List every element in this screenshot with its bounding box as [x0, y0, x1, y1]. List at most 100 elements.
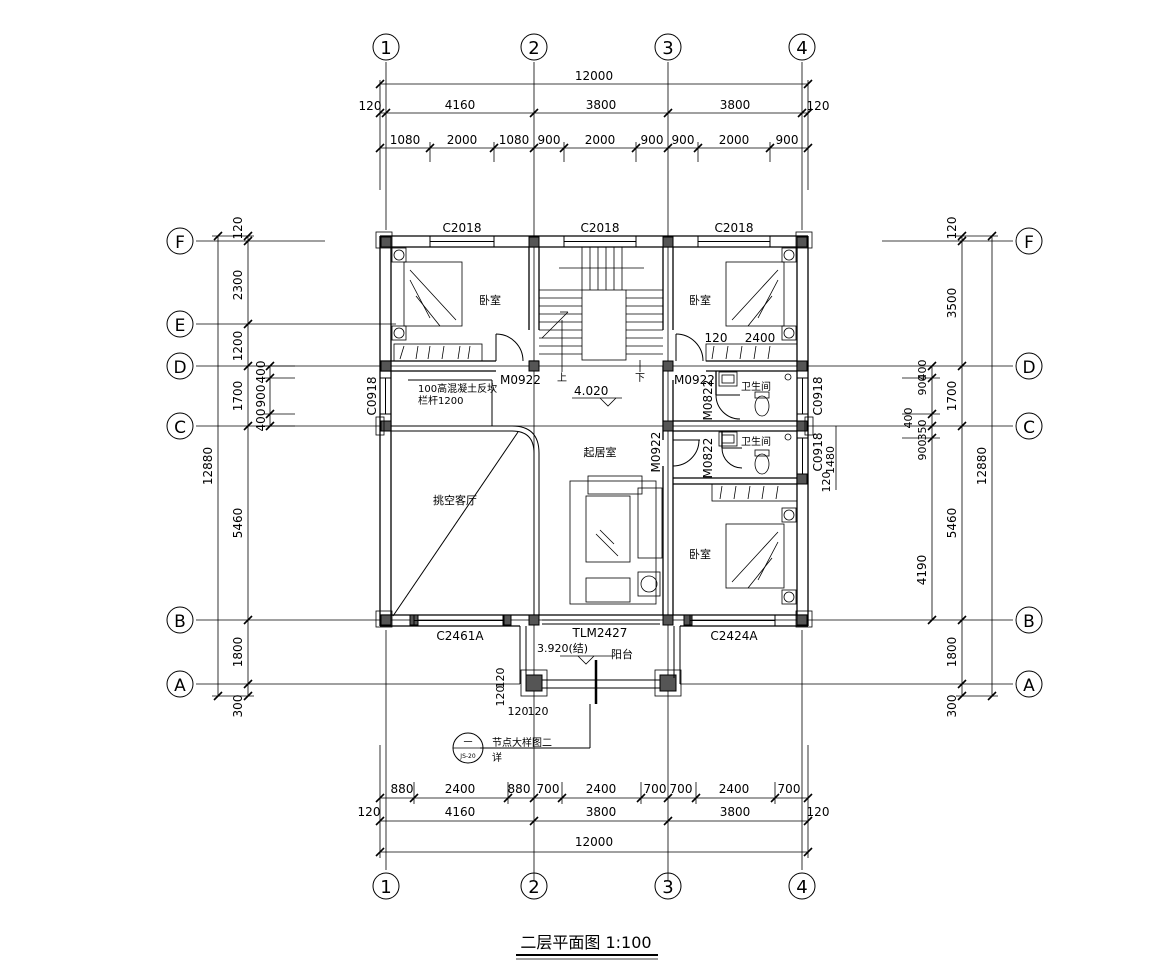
dim-label: 3800 [586, 805, 617, 819]
room-labels: C2018 C2018 C2018 C2461A C2424A TLM2427 … [365, 221, 837, 718]
window-label: C2424A [710, 629, 758, 643]
right-dimensions: 12880 120 3500 1700 5460 1800 300 900 40… [835, 217, 998, 718]
living-furniture [569, 475, 663, 605]
dim-label: 3500 [945, 288, 959, 319]
dim-label: 900 [916, 375, 929, 396]
dim-label: 12000 [575, 69, 613, 83]
dim-label: 4190 [915, 555, 929, 586]
wardrobe-top-left [393, 343, 483, 362]
dim-label: 12880 [975, 447, 989, 485]
grid-bubble-col-4-top: 4 [788, 33, 816, 61]
grid-label: A [1023, 676, 1035, 696]
railing-note: 100高混凝土反坎 [418, 382, 497, 395]
room-label-bedroom: 卧室 [689, 547, 711, 561]
grid-label: 2 [528, 877, 539, 898]
grid-label: 3 [662, 38, 673, 59]
grid-label: D [173, 358, 186, 378]
grid-label: C [1023, 418, 1035, 438]
detail-note-2: 详 [492, 751, 502, 764]
dim-label: 4160 [445, 98, 476, 112]
grid-label: F [1024, 233, 1034, 253]
dim-label: 2300 [231, 270, 245, 301]
grid-bubble-row-b-left: B [166, 606, 194, 634]
dim-label: 1200 [231, 331, 245, 362]
room-label-bathroom: 卫生间 [741, 380, 771, 393]
stair-up-label: 上 [557, 372, 567, 384]
grid-label: 2 [528, 38, 539, 59]
staircase [539, 247, 663, 372]
grid-label: F [175, 233, 185, 253]
detail-note: 节点大样图二 [492, 736, 552, 749]
grid-bubble-col-2-bottom: 2 [520, 872, 548, 900]
grid-label: 3 [662, 877, 673, 898]
dim-label: 350 [916, 420, 929, 441]
room-label-balcony: 阳台 [611, 647, 633, 661]
door-label: M0922 [649, 432, 663, 473]
dim-label: 1800 [945, 637, 959, 668]
dim-label: 900 [538, 133, 561, 147]
dim-label: 2400 [586, 782, 617, 796]
door-label: M0822 [701, 380, 715, 421]
doors [495, 333, 743, 469]
dim-label: 900 [254, 385, 268, 408]
dim-label: 300 [945, 695, 959, 718]
dim-label: 700 [778, 782, 801, 796]
dim-label: 400 [902, 408, 915, 429]
dim-label: 2400 [719, 782, 750, 796]
grid-bubble-col-3-bottom: 3 [654, 872, 682, 900]
dim-label: 1080 [390, 133, 421, 147]
dim-label: 120 [494, 668, 507, 689]
grid-bubble-col-1-top: 1 [372, 33, 400, 61]
bathroom-fixtures [718, 371, 792, 475]
dim-label: 4160 [445, 805, 476, 819]
grid-bubbles: 1 2 3 4 1 2 3 4 F E D C B A F D C B A [166, 33, 1043, 900]
grid-bubble-col-3-top: 3 [654, 33, 682, 61]
windows [379, 235, 809, 627]
wardrobe-bottom-right [711, 483, 798, 502]
dim-label: 120 [231, 217, 245, 240]
dim-label: 12880 [201, 447, 215, 485]
window-label: C2018 [715, 221, 754, 235]
dim-label: 400 [254, 361, 268, 384]
bottom-dimensions: 880 2400 880 700 2400 700 700 2400 700 4… [358, 745, 829, 858]
detail-symbol-top: 一 [463, 738, 472, 748]
dim-label: 1800 [231, 637, 245, 668]
dim-label: 3800 [720, 805, 751, 819]
grid-label: B [174, 612, 186, 632]
grid-label: D [1022, 358, 1035, 378]
bed-top-right [725, 247, 797, 341]
dim-label: 900 [776, 133, 799, 147]
window-label: C0918 [811, 377, 825, 416]
window-label: C0918 [365, 377, 379, 416]
grid-bubble-row-d-right: D [1015, 352, 1043, 380]
dim-label: 400 [254, 409, 268, 432]
dim-label: 120 [359, 99, 382, 113]
dim-label: 700 [644, 782, 667, 796]
grid-label: A [174, 676, 186, 696]
grid-bubble-row-c-left: C [166, 412, 194, 440]
dim-label: 5460 [945, 508, 959, 539]
grid-label: 1 [380, 877, 391, 898]
door-label: M0922 [674, 373, 715, 387]
stair-down-label: 下 [635, 373, 645, 384]
dim-label: 880 [391, 782, 414, 796]
corner-column-outlines [375, 231, 814, 697]
grid-bubble-col-2-top: 2 [520, 33, 548, 61]
room-label-bedroom: 卧室 [479, 293, 501, 307]
dim-label: 900 [672, 133, 695, 147]
window-label: C2461A [436, 629, 484, 643]
dim-label: 300 [231, 695, 245, 718]
grid-label: 1 [380, 38, 391, 59]
dim-label: 1700 [231, 381, 245, 412]
dim-label: 400 [916, 360, 929, 381]
grid-bubble-col-4-bottom: 4 [788, 872, 816, 900]
elevation-marks [560, 397, 622, 665]
grid-label: E [175, 316, 186, 336]
void-hall-railing [391, 379, 540, 617]
wardrobe-top-right [705, 343, 798, 362]
grid-bubble-row-a-right: A [1015, 670, 1043, 698]
dim-label: 900 [641, 133, 664, 147]
dim-label: 120 [494, 686, 507, 707]
dim-label: 120 [358, 805, 381, 819]
dim-label: 2000 [585, 133, 616, 147]
